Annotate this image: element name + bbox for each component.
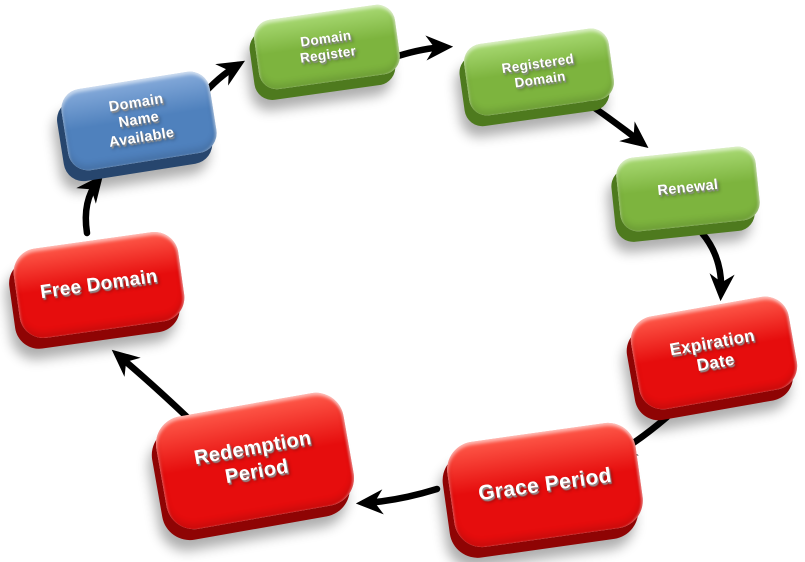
node-label: Redemption Period [192, 427, 314, 489]
node-label: Free Domain [38, 265, 159, 303]
arrow-free-domain-to-domain-name-available [76, 174, 104, 237]
node-label: Domain Name Available [107, 91, 176, 151]
node-grace-period: Grace Period [443, 419, 647, 551]
node-expiration-date: Expiration Date [627, 292, 801, 414]
node-label: Expiration Date [668, 325, 757, 376]
node-registered-domain: Registered Domain [461, 26, 617, 118]
node-domain-register: Domain Register [251, 2, 403, 92]
node-label: Grace Period [476, 463, 613, 505]
arrow-registered-domain-to-renewal [585, 100, 649, 149]
node-renewal: Renewal [614, 144, 762, 234]
arrow-domain-register-to-registered-domain [394, 35, 454, 61]
node-label: Domain Register [299, 27, 358, 66]
arrow-grace-period-to-redemption-period [355, 485, 441, 515]
arrow-redemption-period-to-free-domain [111, 349, 191, 421]
node-label: Registered Domain [500, 51, 575, 91]
node-domain-name-available: Domain Name Available [58, 68, 220, 174]
arrow-renewal-to-expiration-date [698, 229, 735, 302]
node-label: Renewal [656, 177, 720, 200]
node-redemption-period: Redemption Period [151, 388, 359, 534]
node-free-domain: Free Domain [10, 228, 188, 342]
